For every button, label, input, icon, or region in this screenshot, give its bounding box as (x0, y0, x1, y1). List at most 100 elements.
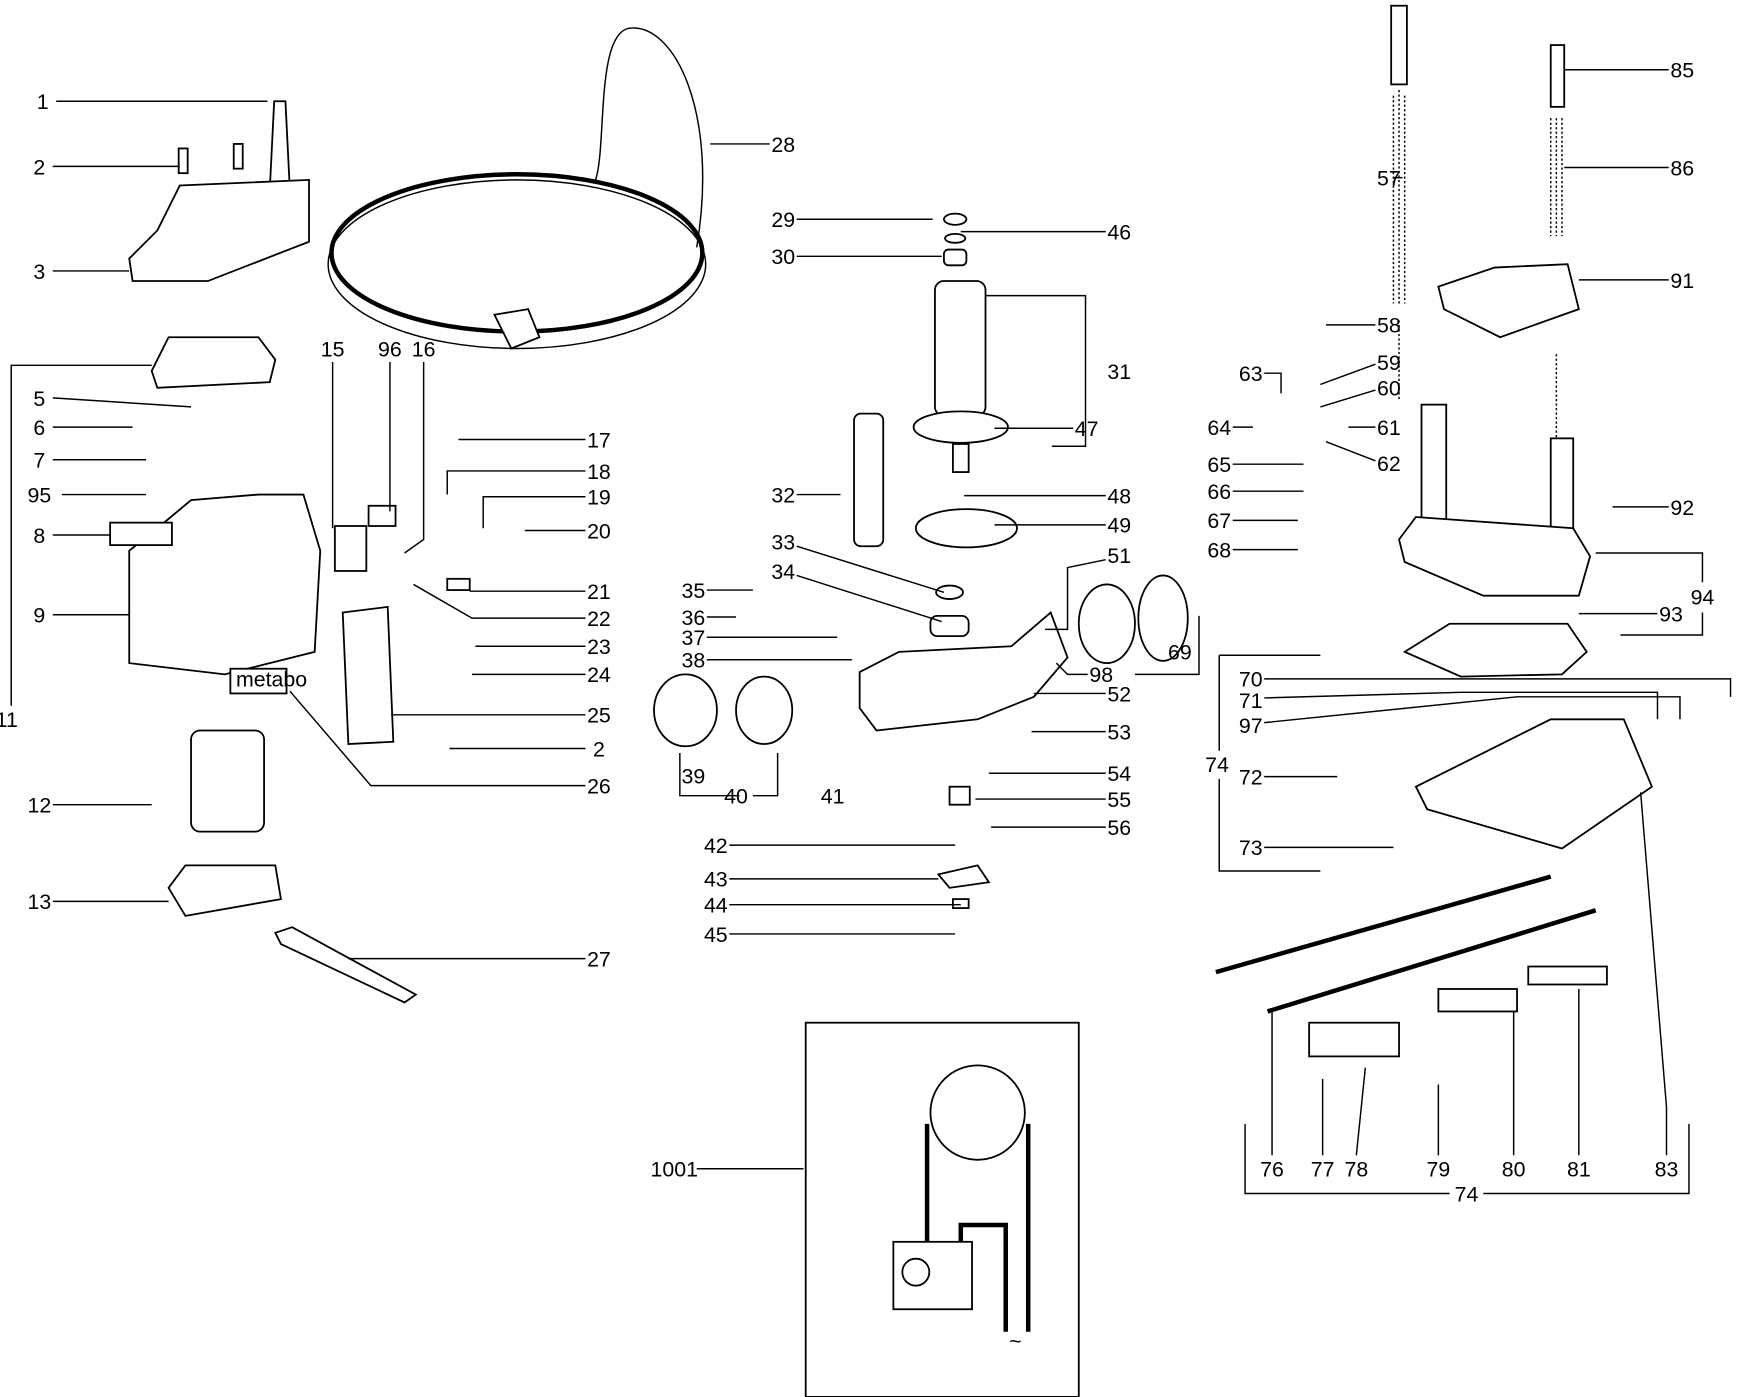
part-label-81: 81 (1567, 1158, 1591, 1182)
part-label-1001: 1001 (650, 1158, 697, 1182)
plug (493, 308, 541, 350)
router-base (1398, 516, 1592, 597)
armature (934, 280, 987, 417)
part-label-44: 44 (704, 894, 728, 918)
part-label-93: 93 (1659, 603, 1683, 627)
knob (653, 673, 718, 748)
leader-line-26 (289, 690, 586, 787)
spring (1550, 118, 1563, 439)
brush-holder (446, 577, 471, 591)
guide-rod (1549, 44, 1566, 108)
switch (333, 525, 368, 572)
part-label-24: 24 (587, 663, 611, 687)
part-label-94: 94 (1691, 586, 1715, 610)
part-label-33: 33 (771, 531, 795, 555)
gear-bearing-cap (1077, 583, 1136, 665)
metabo-logo: metabo (236, 668, 307, 692)
part-label-46: 46 (1107, 220, 1131, 244)
part-label-26: 26 (587, 774, 611, 798)
part-label-13: 13 (27, 890, 51, 914)
part-label-78: 78 (1344, 1158, 1368, 1182)
column (1549, 437, 1575, 541)
clamp-block (1308, 1021, 1400, 1058)
part-label-61: 61 (1377, 416, 1401, 440)
part-label-22: 22 (587, 607, 611, 631)
part-label-3: 3 (33, 260, 45, 284)
part-label-28: 28 (771, 133, 795, 157)
electronics-module (150, 336, 277, 389)
armature-shaft (952, 443, 970, 473)
fan-guide (914, 508, 1018, 549)
metabo-plate (229, 667, 288, 695)
part-label-36: 36 (681, 606, 705, 630)
leader-line-74 (1244, 1123, 1690, 1195)
gear-housing (858, 611, 1069, 732)
leader-line-62 (1325, 441, 1376, 462)
leader-line-51 (1045, 559, 1106, 631)
coil-base (167, 864, 282, 917)
parallel-guide (1414, 718, 1653, 850)
part-label-20: 20 (587, 519, 611, 543)
part-label-1: 1 (37, 90, 49, 114)
leader-line-97 (1264, 696, 1681, 724)
part-label-74: 74 (1455, 1182, 1479, 1206)
part-label-43: 43 (704, 868, 728, 892)
part-label-16: 16 (412, 337, 436, 361)
part-label-39: 39 (681, 764, 705, 788)
part-label-68: 68 (1207, 538, 1231, 562)
depth-adjuster (735, 675, 794, 745)
part-label-64: 64 (1207, 416, 1231, 440)
part-label-76: 76 (1260, 1158, 1284, 1182)
part-label-97: 97 (1239, 714, 1263, 738)
part-label-95: 95 (27, 483, 51, 507)
leader-lines (10, 69, 1732, 1195)
clip (952, 898, 970, 909)
power-cord-end (594, 27, 704, 248)
leader-line-18 (446, 470, 586, 495)
part-label-74: 74 (1205, 753, 1229, 777)
part-label-23: 23 (587, 635, 611, 659)
leader-line-16 (404, 361, 425, 554)
wiring-diagram-frame (804, 1021, 1080, 1397)
switch-symbol-hole (901, 1257, 931, 1287)
part-label-96: 96 (378, 337, 402, 361)
screw (177, 147, 189, 175)
part-label-98: 98 (1089, 663, 1113, 687)
part-label-70: 70 (1239, 668, 1263, 692)
part-label-8: 8 (33, 524, 45, 548)
ac-symbol: ~ (1009, 1330, 1021, 1354)
part-label-80: 80 (1502, 1158, 1526, 1182)
scale-plate (1527, 965, 1608, 986)
part-label-12: 12 (27, 794, 51, 818)
part-label-25: 25 (587, 704, 611, 728)
part-label-2: 2 (593, 737, 605, 761)
part-label-69: 69 (1168, 641, 1192, 665)
part-label-66: 66 (1207, 480, 1231, 504)
wiring (924, 1123, 1031, 1332)
part-label-73: 73 (1239, 836, 1263, 860)
leader-line-39 (679, 753, 740, 797)
motor-housing (128, 493, 322, 676)
part-label-72: 72 (1239, 765, 1263, 789)
leader-line-40 (752, 753, 779, 797)
lever (936, 864, 991, 889)
leader-line-19 (482, 496, 586, 529)
part-label-29: 29 (771, 208, 795, 232)
part-label-57: 57 (1377, 167, 1401, 191)
leader-line-70 (1264, 678, 1732, 697)
part-label-11: 11 (0, 708, 18, 732)
ball-bearing (929, 615, 970, 638)
leader-line-60 (1320, 389, 1376, 408)
leader-line-5 (52, 397, 192, 408)
part-label-53: 53 (1107, 721, 1131, 745)
guide-bar (1266, 908, 1597, 1014)
stand-bracket (1437, 263, 1580, 339)
part-label-41: 41 (821, 785, 845, 809)
part-label-51: 51 (1107, 544, 1131, 568)
leader-line-83 (1639, 792, 1668, 1156)
cover-plate (341, 605, 395, 745)
leader-line-78 (1355, 1067, 1367, 1156)
part-label-48: 48 (1107, 485, 1131, 509)
screw (232, 143, 244, 170)
part-label-9: 9 (33, 604, 45, 628)
